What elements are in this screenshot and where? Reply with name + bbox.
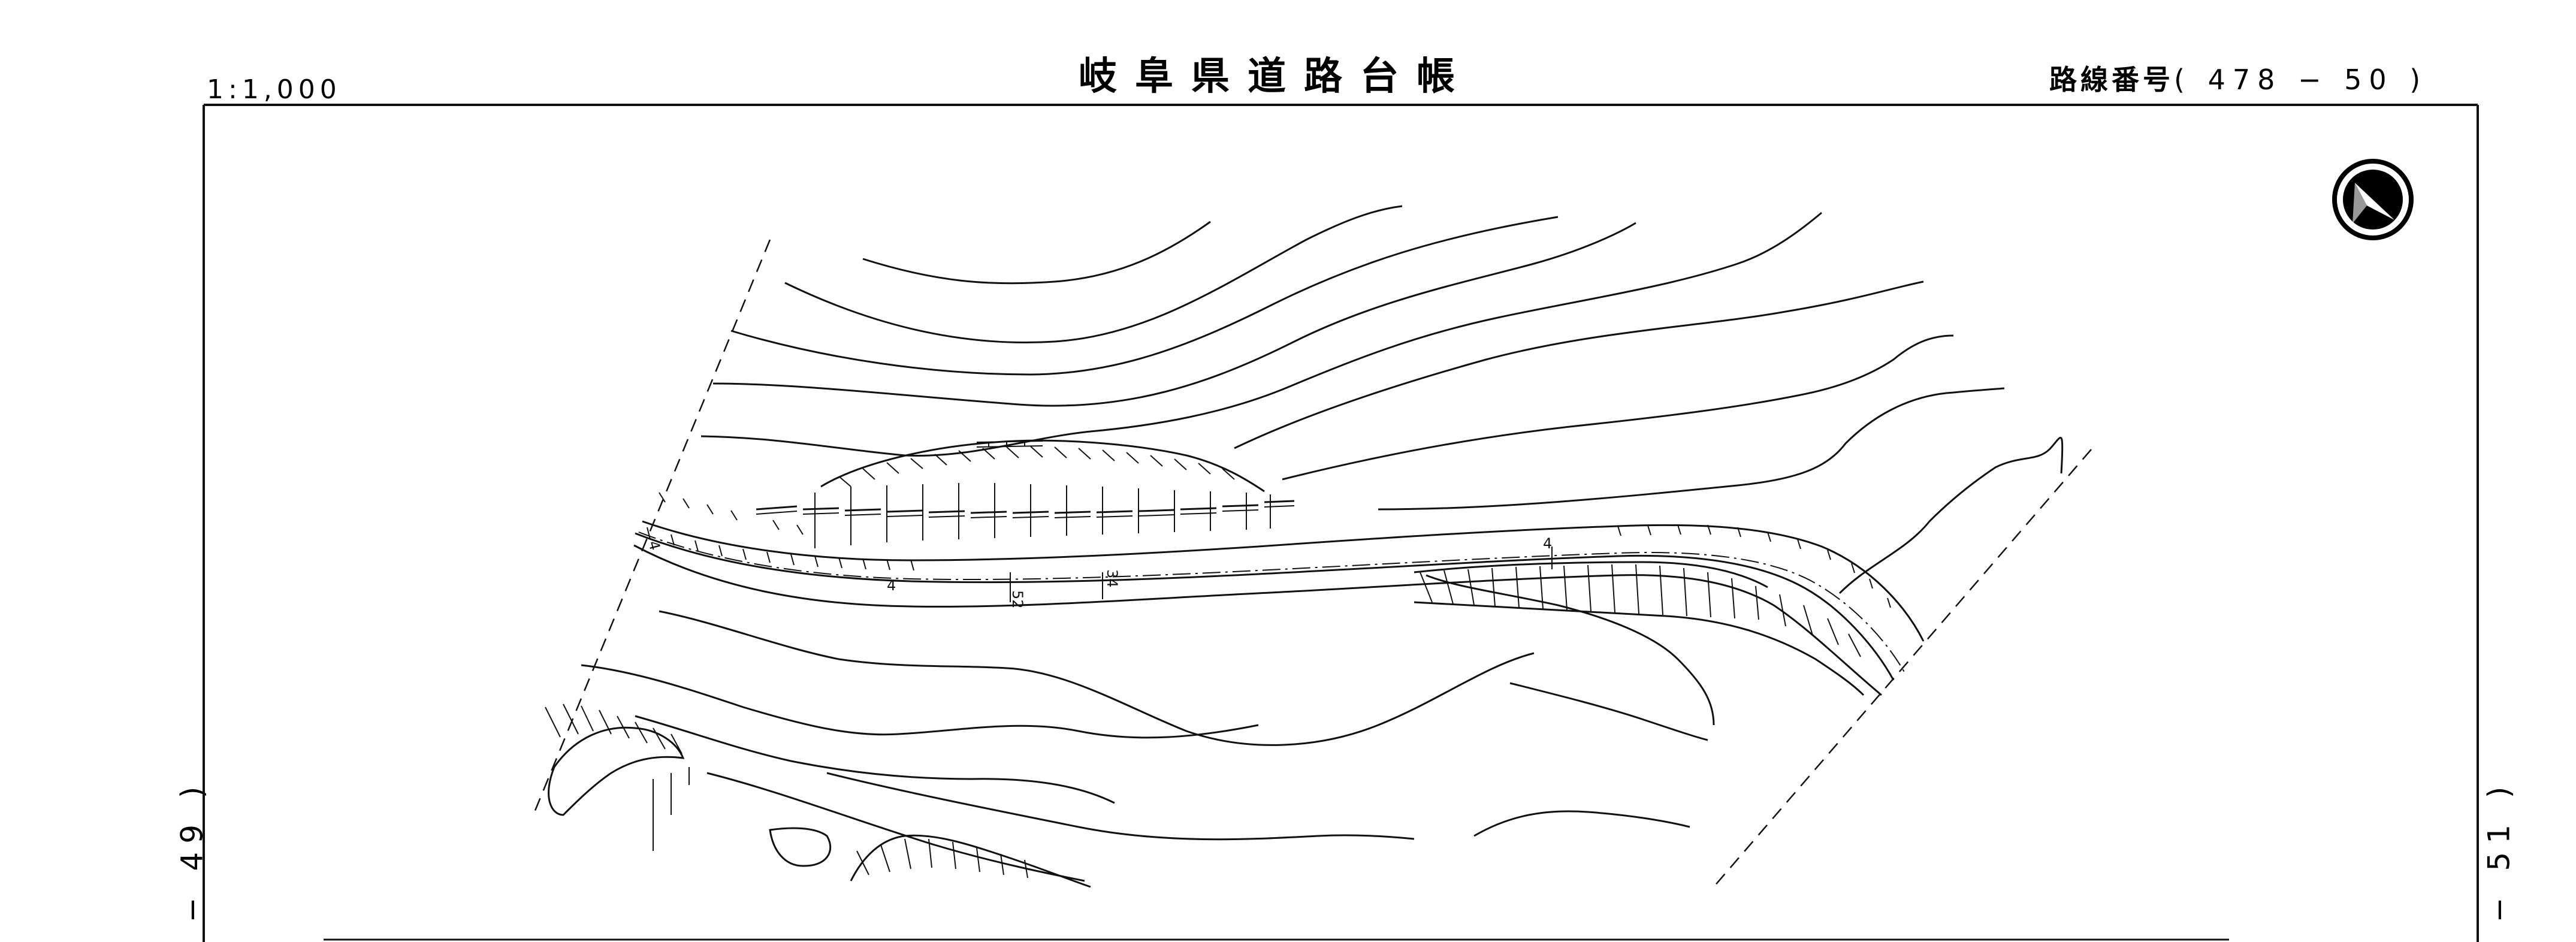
- map-frame: [203, 104, 2479, 942]
- map-scale: 1:1,000: [207, 74, 342, 105]
- lower-embankment-hatching: [1414, 561, 1865, 696]
- road-centerline: 4 4 52 34 4: [633, 520, 1925, 696]
- contour-lines: [581, 205, 2064, 841]
- sheet-boundary-lines: [532, 239, 2092, 887]
- lower-slope-hatching: [545, 704, 1091, 888]
- route-number-label: 路線番号: [2049, 64, 2174, 96]
- road-label: 34: [1104, 569, 1121, 588]
- road-label: 4: [1543, 535, 1552, 552]
- page-title: 岐阜県道路台帳: [1079, 55, 1473, 99]
- road-label: 52: [1009, 590, 1026, 609]
- road-label: 4: [887, 577, 896, 594]
- embankment-hatching: [659, 439, 1295, 548]
- road-label: 4: [645, 539, 663, 552]
- route-number: 路線番号( 478 − 50 ): [2049, 66, 2427, 93]
- north-arrow-icon: [2332, 159, 2414, 240]
- route-number-value: ( 478 − 50 ): [2174, 64, 2428, 96]
